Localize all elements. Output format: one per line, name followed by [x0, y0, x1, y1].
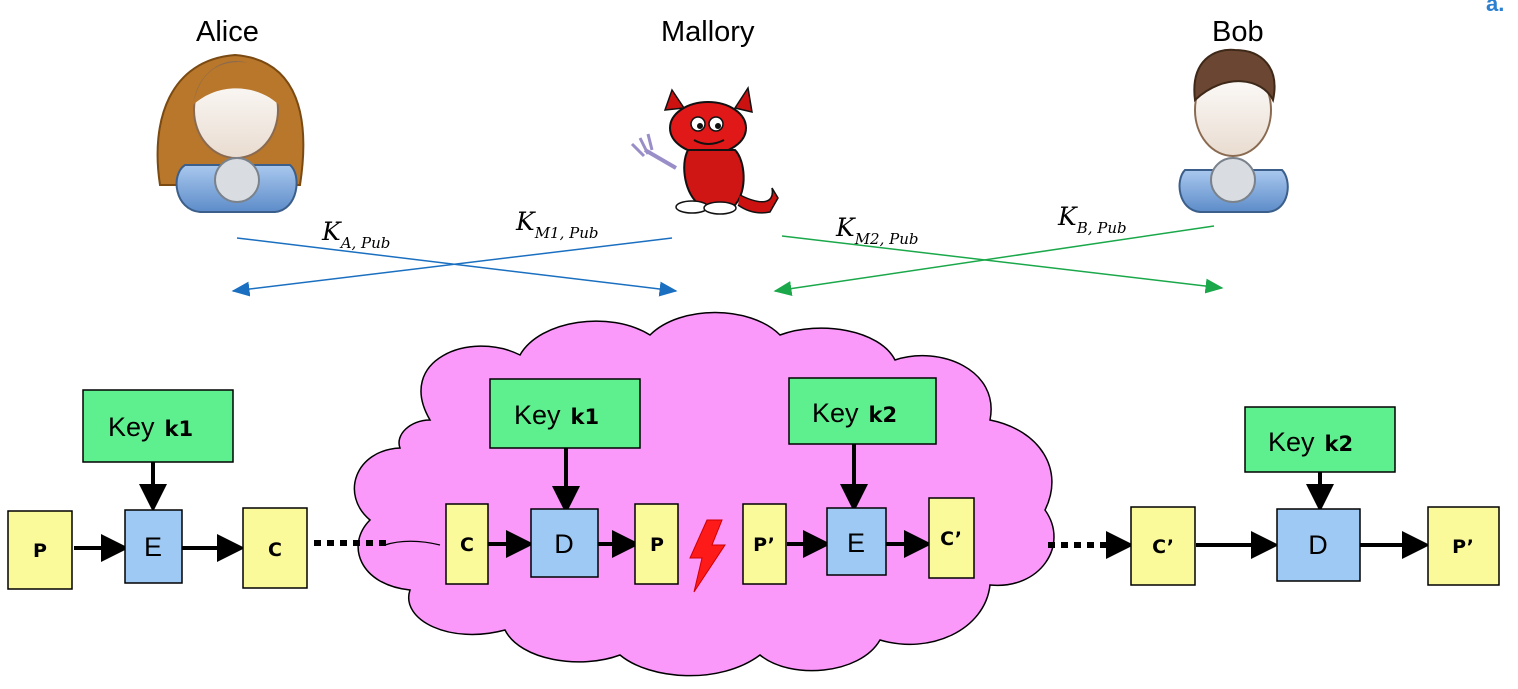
svg-text:P: P — [33, 540, 47, 562]
key-arrow-bob-to-mallory — [773, 225, 1215, 297]
alice-avatar — [156, 53, 305, 213]
svg-text:D: D — [554, 529, 574, 559]
mallory-cipher-in-box: C — [445, 503, 489, 585]
alice-label: Alice — [196, 16, 259, 48]
wiki-globe-icon — [1210, 157, 1256, 203]
svg-text:C: C — [268, 539, 282, 561]
cloud-edge-link — [384, 540, 441, 546]
svg-text:C’: C’ — [1152, 536, 1174, 558]
mallory-encrypt-box: E — [826, 507, 887, 576]
lightning-icon — [689, 519, 726, 593]
bob-label: Bob — [1212, 16, 1264, 48]
key-label-m1-pub: KM1, Pub — [515, 207, 598, 242]
mallory-plain-box: P — [634, 503, 679, 585]
svg-text:E: E — [847, 528, 865, 558]
mallory-cipher-out-box: C’ — [928, 497, 975, 579]
svg-text:C: C — [460, 534, 474, 556]
svg-text:E: E — [144, 532, 162, 562]
mallory-plain-mod-box: P’ — [742, 503, 787, 585]
key-label-m2-pub: KM2, Pub — [835, 213, 918, 248]
bob-decrypt-box: D — [1276, 508, 1361, 582]
bob-plaintext-box: P’ — [1427, 506, 1500, 586]
wiki-globe-icon — [214, 157, 260, 203]
mallory-cloud — [353, 311, 1055, 677]
corner-logo-fragment: a. — [1486, 0, 1504, 16]
alice-ciphertext-box: C — [242, 507, 308, 589]
mallory-label: Mallory — [661, 16, 755, 48]
alice-encrypt-box: E — [124, 509, 183, 584]
alice-plaintext-box: P — [7, 510, 73, 590]
key-arrow-mallory-to-bob — [781, 235, 1224, 294]
mallory-devil-icon — [630, 85, 779, 215]
bob-cipher-box: C’ — [1130, 506, 1196, 586]
svg-text:C’: C’ — [940, 528, 962, 550]
key-label-b-pub: KB, Pub — [1057, 202, 1127, 237]
bob-avatar — [1178, 48, 1289, 213]
mallory-decrypt-box: D — [530, 508, 599, 578]
svg-text:P’: P’ — [753, 534, 775, 556]
svg-text:D: D — [1308, 530, 1328, 560]
key-arrow-mallory-to-alice — [231, 237, 673, 297]
key-label-a-pub: KA, Pub — [321, 217, 390, 252]
svg-text:a.: a. — [1486, 0, 1504, 16]
svg-text:P’: P’ — [1452, 536, 1474, 558]
svg-text:P: P — [650, 534, 664, 556]
